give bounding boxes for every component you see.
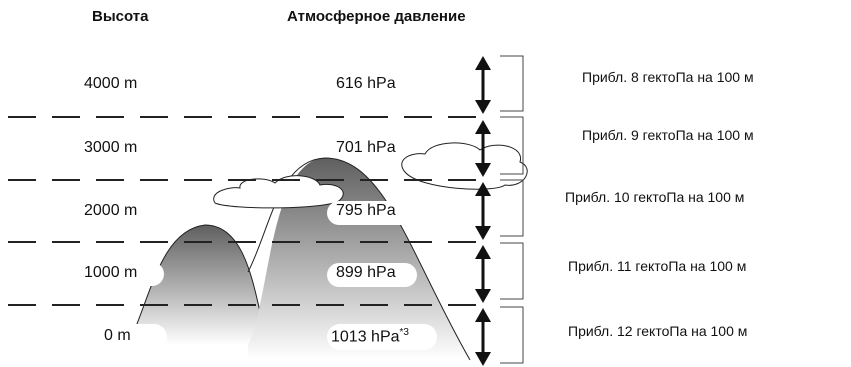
label-pill-1013 <box>327 324 437 350</box>
label-pill-0m <box>112 324 167 350</box>
altitude-label-1000: 1000 m <box>84 264 138 281</box>
altitude-label-2000: 2000 m <box>84 202 138 219</box>
pressure-header: Атмосферное давление <box>287 8 466 25</box>
rate-note-4000: Прибл. 8 гектоПа на 100 м <box>582 69 754 85</box>
rate-note-3000: Прибл. 9 гектоПа на 100 м <box>582 127 754 143</box>
double-arrow-0 <box>475 308 491 366</box>
double-arrow-2000 <box>475 182 491 240</box>
bracket-4000 <box>500 55 524 112</box>
pressure-value-1013: 1013 hPa <box>331 328 400 346</box>
altitude-header: Высота <box>92 8 149 25</box>
double-arrow-3000 <box>475 120 491 177</box>
pressure-label-616: 616 hPa <box>336 75 396 92</box>
rate-note-0: Прибл. 12 гектоПа на 100 м <box>568 323 748 339</box>
footnote-marker: *3 <box>399 327 409 338</box>
mountain-left <box>128 225 268 345</box>
cloud-right <box>401 142 528 190</box>
bracket-3000 <box>500 116 524 175</box>
rate-note-1000: Прибл. 11 гектоПа на 100 м <box>568 258 747 274</box>
bracket-0 <box>500 306 524 364</box>
label-pill-899 <box>327 263 417 287</box>
double-arrow-1000 <box>475 245 491 303</box>
altitude-label-3000: 3000 m <box>84 139 138 156</box>
pressure-label-1013: 1013 hPa*3 <box>331 327 409 346</box>
brackets <box>500 55 524 364</box>
mountain-right <box>248 158 470 360</box>
pressure-label-701: 701 hPa <box>336 139 396 156</box>
pressure-label-795: 795 hPa <box>336 202 396 219</box>
double-arrow-4000 <box>475 56 491 114</box>
altitude-label-0: 0 m <box>104 327 131 344</box>
bracket-2000 <box>500 179 524 237</box>
double-arrows <box>475 56 491 366</box>
cloud-left <box>213 175 344 209</box>
bracket-1000 <box>500 242 524 300</box>
label-pill-795 <box>327 201 417 225</box>
level-lines <box>8 116 480 306</box>
mountain-right-outline <box>247 157 471 361</box>
altitude-label-4000: 4000 m <box>84 75 138 92</box>
pressure-label-899: 899 hPa <box>336 264 396 281</box>
mountain-left-outline <box>127 224 269 346</box>
rate-note-2000: Прибл. 10 гектоПа на 100 м <box>565 189 745 205</box>
label-pill-1000m <box>132 262 164 286</box>
